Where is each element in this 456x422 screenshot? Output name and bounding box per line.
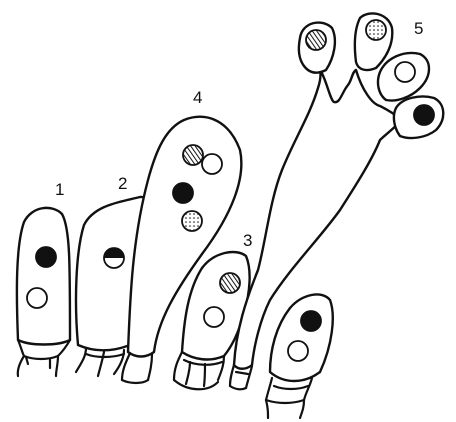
cell-4-stalk	[122, 353, 152, 383]
nucleus-5-solid	[414, 105, 434, 125]
nucleus-4-solid	[173, 183, 193, 203]
nucleus-5-hollow	[395, 62, 415, 82]
nucleus-1-hollow	[27, 288, 47, 308]
nucleus-5-hatched	[306, 30, 326, 50]
cell-stage-5: 5	[230, 13, 443, 389]
nucleus-5-dotted	[366, 20, 386, 40]
cell-stage-lower-right	[266, 294, 333, 418]
label-3: 3	[243, 231, 252, 250]
nucleus-4-hollow	[202, 154, 222, 174]
nucleus-lower-right-hollow	[288, 341, 308, 361]
label-5: 5	[414, 19, 423, 38]
cell-lower-right-stalk	[266, 378, 312, 418]
cell-2-stalk	[76, 348, 124, 376]
nucleus-1-solid	[36, 247, 56, 267]
cell-lower-right-body	[270, 294, 333, 381]
nucleus-4-hatched	[183, 145, 203, 165]
label-4: 4	[193, 88, 202, 107]
nucleus-3-hollow	[204, 307, 224, 327]
label-2: 2	[118, 174, 127, 193]
label-1: 1	[55, 180, 64, 199]
cell-1-body	[17, 208, 70, 345]
nucleus-lower-right-solid	[301, 311, 321, 331]
nucleus-4-dotted	[182, 211, 202, 231]
cell-stage-1: 1	[17, 180, 70, 376]
nucleus-3-hatched	[220, 273, 240, 293]
